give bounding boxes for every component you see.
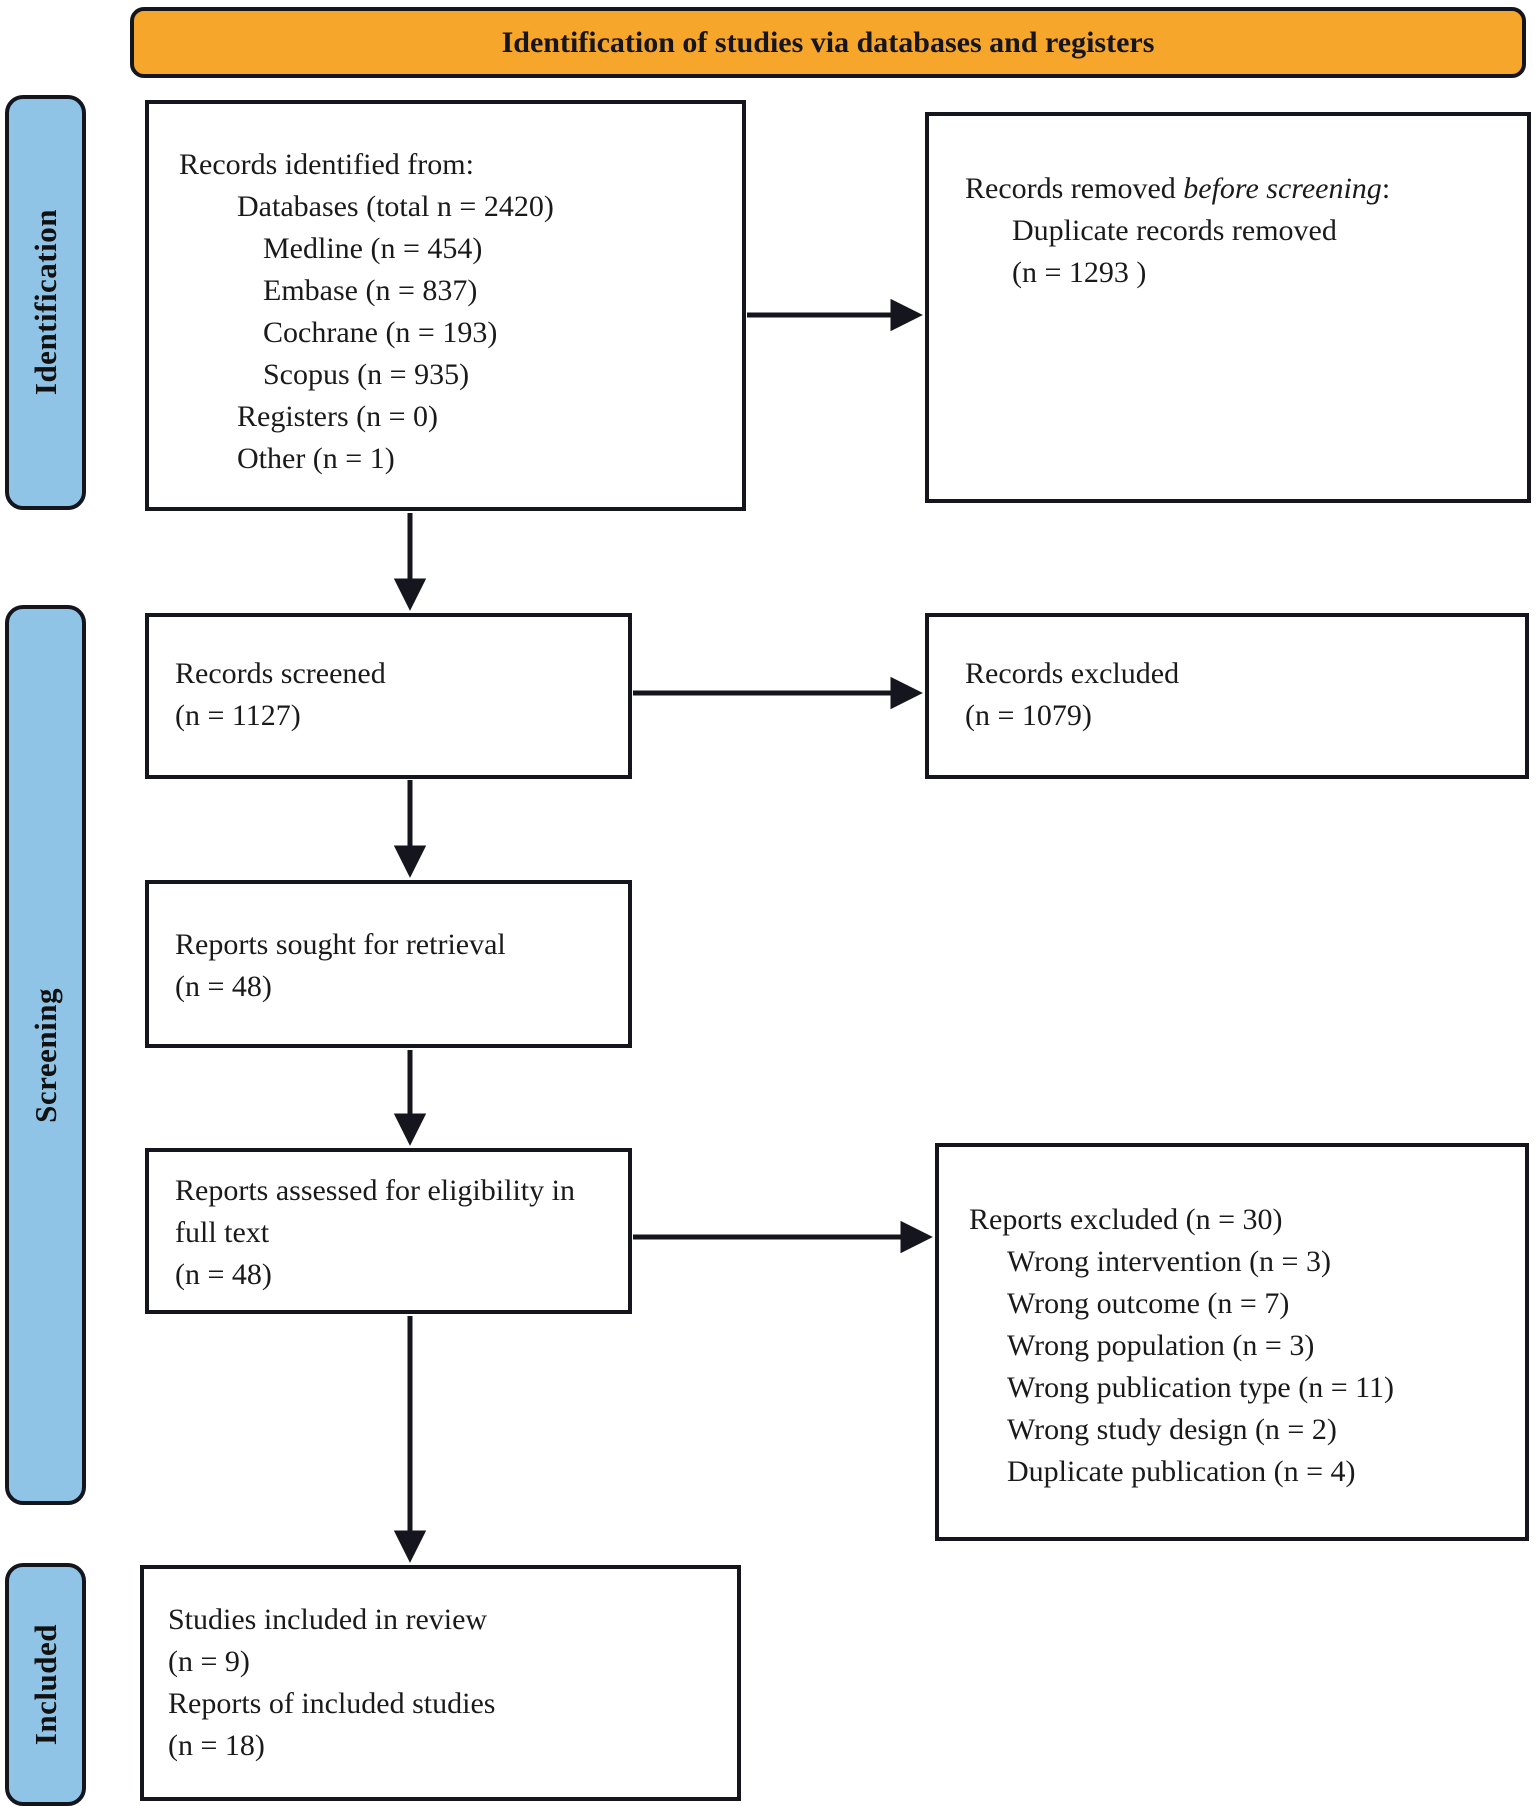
reports-excluded-line: Wrong population (n = 3): [1007, 1329, 1315, 1362]
reports-assessed-line: (n = 48): [175, 1258, 272, 1291]
reports-excluded-line: Wrong outcome (n = 7): [1007, 1287, 1290, 1320]
reports-excluded-line: Wrong intervention (n = 3): [1007, 1245, 1331, 1278]
box-records-identified: Records identified from: Databases (tota…: [145, 100, 746, 511]
box-reports-excluded: Reports excluded (n = 30) Wrong interven…: [935, 1143, 1529, 1541]
records-identified-line: Registers (n = 0): [237, 400, 439, 433]
records-removed-line: (n = 1293 ): [1012, 256, 1147, 289]
reports-excluded-line: Duplicate publication (n = 4): [1007, 1455, 1356, 1488]
studies-included-line: (n = 18): [168, 1729, 265, 1762]
records-removed-suffix: :: [1381, 172, 1391, 205]
records-identified-line: Records identified from:: [179, 148, 474, 181]
sidebar-identification-label: Identification: [27, 209, 63, 396]
records-identified-line: Embase (n = 837): [263, 274, 478, 307]
reports-excluded-line: Reports excluded (n = 30): [969, 1203, 1283, 1236]
reports-sought-line: Reports sought for retrieval: [175, 928, 506, 961]
studies-included-line: Studies included in review: [168, 1603, 488, 1636]
sidebar-included-label: Included: [27, 1623, 63, 1746]
box-studies-included: Studies included in review (n = 9) Repor…: [140, 1565, 741, 1801]
reports-excluded-line: Wrong study design (n = 2): [1007, 1413, 1337, 1446]
box-records-excluded: Records excluded (n = 1079): [925, 613, 1529, 779]
records-identified-line: Other (n = 1): [237, 442, 395, 475]
records-identified-line: Cochrane (n = 193): [263, 316, 498, 349]
box-reports-assessed: Reports assessed for eligibility in full…: [145, 1148, 632, 1314]
banner: Identification of studies via databases …: [130, 7, 1526, 78]
records-removed-line: Duplicate records removed: [1012, 214, 1337, 247]
banner-title: Identification of studies via databases …: [501, 25, 1155, 59]
reports-assessed-line: Reports assessed for eligibility in full…: [175, 1174, 575, 1249]
records-identified-line: Scopus (n = 935): [263, 358, 470, 391]
sidebar-screening-label: Screening: [27, 987, 63, 1123]
reports-sought-line: (n = 48): [175, 970, 272, 1003]
studies-included-line: Reports of included studies: [168, 1687, 496, 1720]
box-records-screened: Records screened (n = 1127): [145, 613, 632, 779]
records-excluded-line: (n = 1079): [965, 699, 1092, 732]
records-removed-line: Records removed before screening:: [965, 168, 1511, 210]
sidebar-screening: Screening: [5, 605, 86, 1505]
studies-included-line: (n = 9): [168, 1645, 250, 1678]
records-identified-line: Databases (total n = 2420): [237, 190, 554, 223]
box-reports-sought: Reports sought for retrieval (n = 48): [145, 880, 632, 1048]
records-identified-line: Medline (n = 454): [263, 232, 483, 265]
records-screened-line: Records screened: [175, 657, 386, 690]
records-screened-line: (n = 1127): [175, 699, 301, 732]
sidebar-identification: Identification: [5, 95, 86, 510]
records-removed-prefix: Records removed: [965, 172, 1184, 205]
reports-excluded-line: Wrong publication type (n = 11): [1007, 1371, 1395, 1404]
records-removed-italic: before screening: [1183, 172, 1382, 205]
box-records-removed: Records removed before screening: Duplic…: [925, 112, 1531, 503]
records-excluded-line: Records excluded: [965, 657, 1180, 690]
sidebar-included: Included: [5, 1563, 86, 1806]
